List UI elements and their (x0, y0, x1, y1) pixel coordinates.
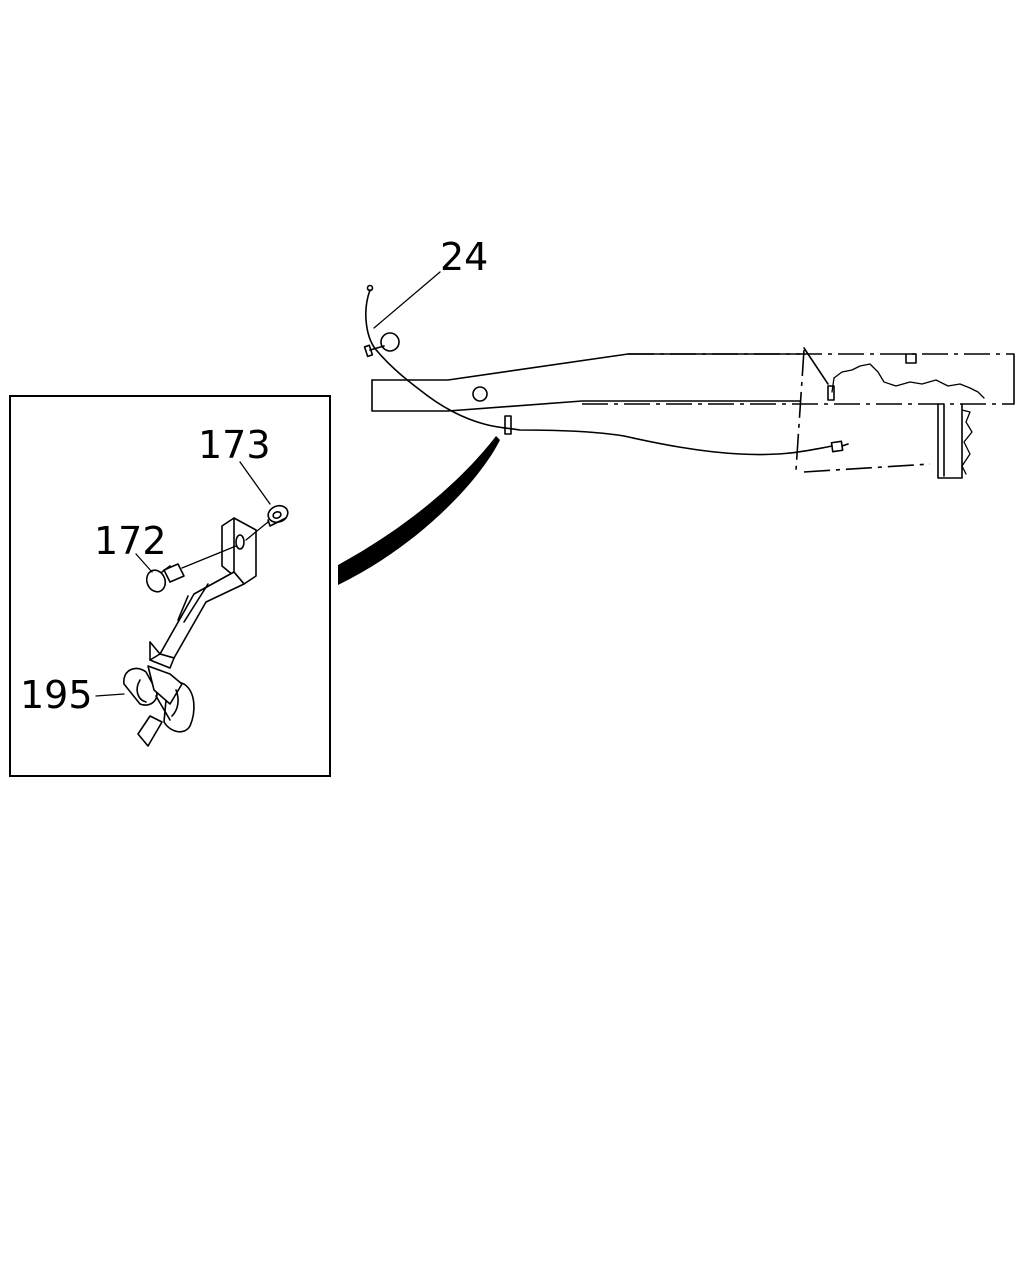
leader-173 (239, 461, 271, 505)
leader-172 (135, 553, 153, 573)
leader-24 (373, 271, 441, 329)
callout-172: 172 (94, 519, 167, 563)
brake-cable (363, 284, 849, 456)
detail-box (9, 395, 331, 777)
leader-195 (95, 693, 125, 697)
bolt-172 (145, 545, 237, 593)
clip-195 (123, 665, 195, 747)
nut-173 (245, 504, 289, 541)
callout-173: 173 (198, 423, 271, 467)
callout-195: 195 (20, 673, 93, 717)
callout-24: 24 (440, 235, 488, 279)
frame-rail (371, 347, 1015, 479)
detail-pointer (338, 436, 500, 585)
bracket-assembly (149, 517, 257, 669)
